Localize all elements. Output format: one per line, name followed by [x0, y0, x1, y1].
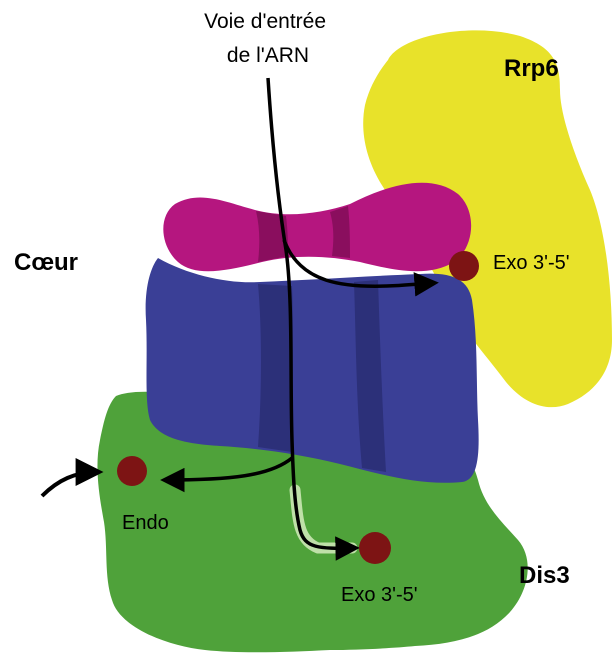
core-barrel	[145, 258, 479, 483]
endo-label: Endo	[122, 512, 169, 534]
arrow-to-rrp6-exo	[282, 239, 439, 297]
core-groove-left	[258, 284, 293, 452]
rrp6-exo-label: Exo 3'-5'	[493, 252, 570, 274]
rrp6-subunit	[363, 30, 612, 408]
cap-groove-left	[256, 211, 288, 262]
endo-site	[117, 456, 147, 486]
rrp6-exo-site	[449, 251, 479, 281]
endo-side-arrow	[40, 458, 104, 498]
cap-groove-right	[330, 206, 350, 258]
arrow-to-endo	[160, 456, 294, 493]
rna-entry-label: Voie d'entrée de l'ARN	[204, 10, 332, 67]
dis3-exo-site	[359, 532, 391, 564]
dis3-exo-label: Exo 3'-5'	[341, 584, 418, 606]
coeur-label: Cœur	[14, 249, 78, 276]
dis3-label: Dis3	[519, 562, 570, 589]
core-groove-right	[354, 280, 386, 472]
rrp6-label: Rrp6	[504, 55, 559, 82]
rna-entry-path	[266, 77, 360, 561]
cap-ring	[163, 182, 472, 272]
